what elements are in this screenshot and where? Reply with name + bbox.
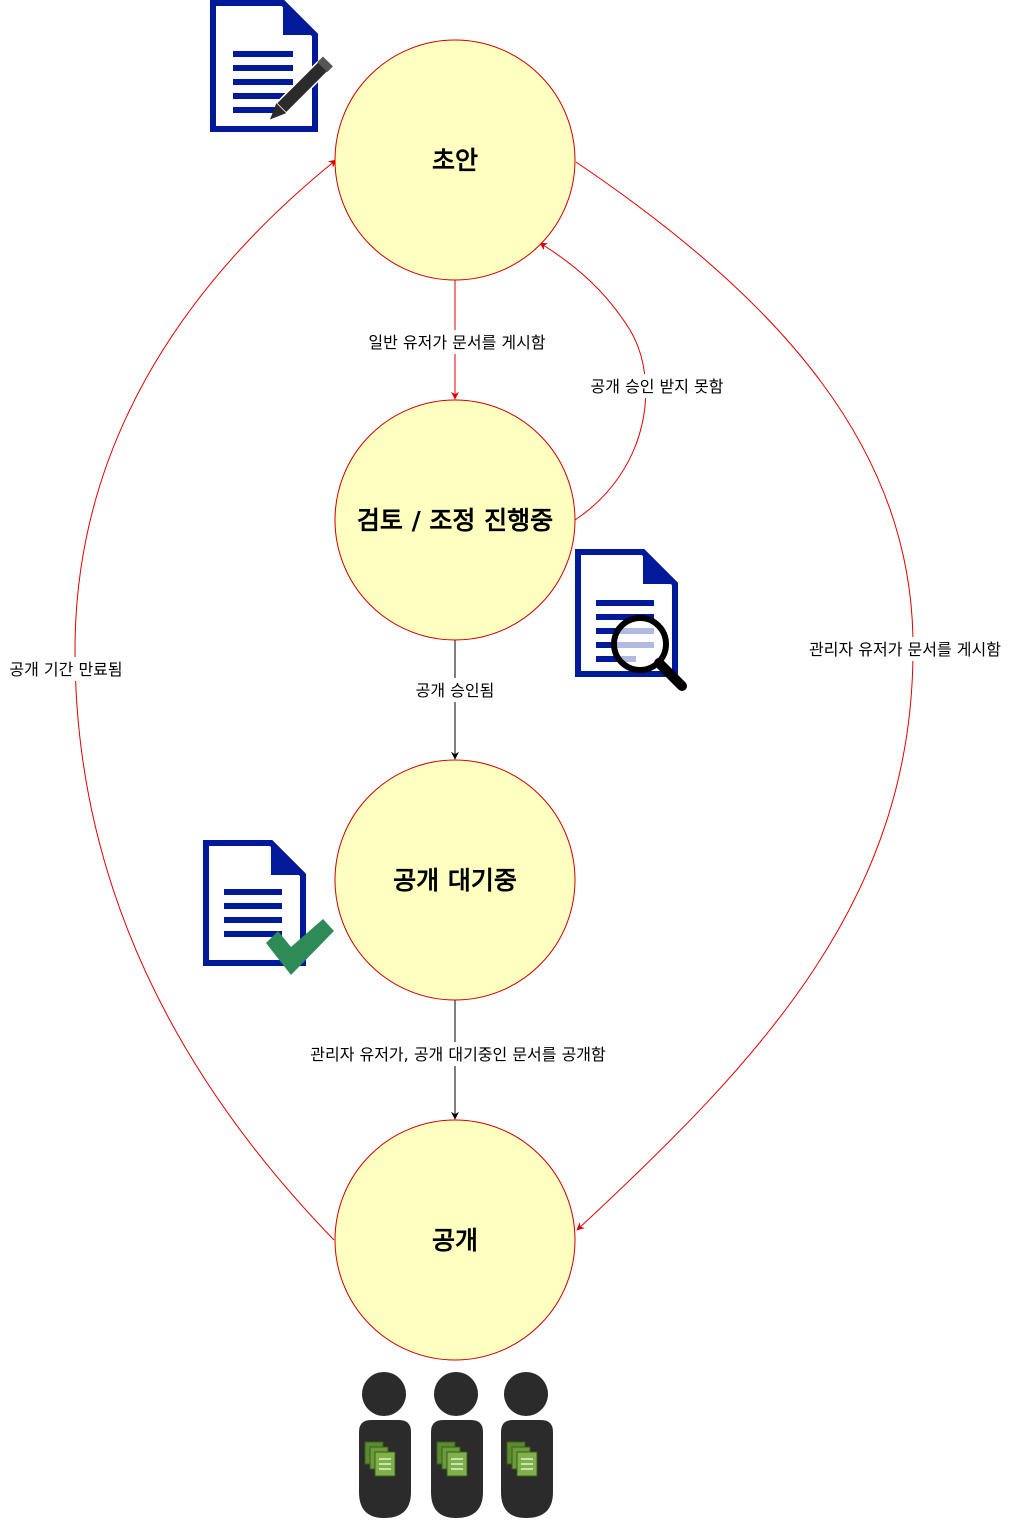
state-review-label: 검토 / 조정 진행중 — [357, 506, 553, 535]
edge-label-approved: 공개 승인됨 — [416, 681, 495, 700]
edge-publish-admin — [575, 161, 914, 1231]
edge-label-submit-normal: 일반 유저가 문서를 게시함 — [368, 333, 545, 352]
reader-person-icon — [501, 1372, 553, 1518]
state-review: 검토 / 조정 진행중 — [334, 399, 576, 641]
document-pen-icon — [210, 0, 333, 132]
edge-label-expired: 공개 기간 만료됨 — [9, 660, 122, 679]
edge-label-rejected: 공개 승인 받지 못함 — [590, 377, 723, 396]
document-magnifier-icon — [575, 549, 687, 691]
state-published-label: 공개 — [432, 1226, 478, 1255]
document-checkmark-icon — [203, 840, 334, 975]
edge-expired — [74, 159, 337, 1241]
state-draft-label: 초안 — [432, 146, 478, 175]
state-published: 공개 — [334, 1119, 576, 1361]
edge-label-publish-pending: 관리자 유저가, 공개 대기중인 문서를 공개함 — [310, 1045, 606, 1064]
reader-person-icon — [431, 1372, 483, 1518]
state-pending-label: 공개 대기중 — [393, 866, 517, 895]
readers-icon — [359, 1372, 553, 1518]
edge-rejected — [539, 242, 647, 521]
edge-label-publish-admin: 관리자 유저가 문서를 게시함 — [809, 640, 1001, 659]
state-pending: 공개 대기중 — [334, 759, 576, 1001]
reader-person-icon — [359, 1372, 411, 1518]
state-draft: 초안 — [334, 39, 576, 281]
